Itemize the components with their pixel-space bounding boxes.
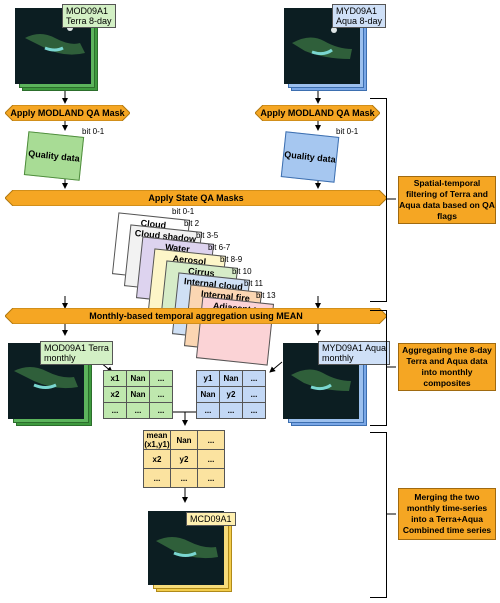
mask-bit-adjacent-to-cloud: bit 13 xyxy=(256,291,276,300)
grid-cell: ... xyxy=(126,402,150,419)
grid-cell: ... xyxy=(103,402,127,419)
mask-bit-internal-fire: bit 11 xyxy=(244,279,263,288)
note-monthly-aggregation: Aggregating the 8-day Terra and Aqua dat… xyxy=(398,343,496,391)
grid-cell: y2 xyxy=(170,449,198,469)
grid-cell: ... xyxy=(143,468,171,488)
grid-cell: Nan xyxy=(170,430,198,450)
mask-bit-cirrus: bit 8-9 xyxy=(220,255,243,264)
grid-cell: ... xyxy=(197,468,225,488)
grid-cell: ... xyxy=(149,402,173,419)
satellite-image-aqua-8day xyxy=(284,8,360,84)
grid-cell: x2 xyxy=(143,449,171,469)
bracket-filter xyxy=(370,98,387,302)
grid-cell: x1 xyxy=(103,370,127,387)
grid-row: ......... xyxy=(143,468,225,488)
mask-bit-aerosol: bit 6-7 xyxy=(208,243,231,252)
grid-cell: ... xyxy=(197,449,225,469)
grid-cell: ... xyxy=(170,468,198,488)
grid-cell: ... xyxy=(197,430,225,450)
modland-qa-banner-right: Apply MODLAND QA Mask xyxy=(255,105,380,121)
state-qa-banner: Apply State QA Masks xyxy=(5,190,387,206)
grid-cell: y1 xyxy=(196,370,220,387)
satellite-image-terra-8day xyxy=(15,8,91,84)
grid-row: ......... xyxy=(103,402,173,419)
grid-cell: ... xyxy=(149,386,173,403)
combined-label: MCD09A1 xyxy=(186,512,236,526)
grid-cell: mean (x1,y1) xyxy=(143,430,171,450)
mask-card-adjacent-to-cloud: Adjacent to cloud xyxy=(195,296,275,366)
mask-bit-cloud-shadow: bit 2 xyxy=(184,219,200,228)
grid-cell: ... xyxy=(149,370,173,387)
grid-cell: ... xyxy=(242,370,266,387)
bracket-aggregate xyxy=(370,310,387,426)
grid-cell: Nan xyxy=(196,386,220,403)
grid-cell: y2 xyxy=(219,386,243,403)
quality-data-card-right: Quality data xyxy=(280,131,340,183)
grid-cell: Nan xyxy=(219,370,243,387)
note-spatial-temporal-filtering: Spatial-temporal filtering of Terra and … xyxy=(398,176,496,224)
grid-cell: Nan xyxy=(126,370,150,387)
quality-bit-right: bit 0-1 xyxy=(336,127,359,136)
mask-bit-water: bit 3-5 xyxy=(196,231,219,240)
grid-cell: Nan xyxy=(126,386,150,403)
grid-cell: ... xyxy=(242,386,266,403)
monthly-aggregation-banner: Monthly-based temporal aggregation using… xyxy=(5,308,387,324)
bracket-merge xyxy=(370,432,387,598)
grid-row: ......... xyxy=(196,402,266,419)
grid-cell: ... xyxy=(242,402,266,419)
mask-bit-cloud: bit 0-1 xyxy=(172,207,195,216)
quality-bit-left: bit 0-1 xyxy=(82,127,105,136)
quality-data-card-left: Quality data xyxy=(23,131,85,181)
grid-cell: x2 xyxy=(103,386,127,403)
mask-bit-internal-cloud: bit 10 xyxy=(232,267,252,276)
modland-qa-banner-left: Apply MODLAND QA Mask xyxy=(5,105,130,121)
grid-cell: ... xyxy=(219,402,243,419)
note-merging-time-series: Merging the two monthly time-series into… xyxy=(398,488,496,540)
grid-cell: ... xyxy=(196,402,220,419)
grid-row: mean (x1,y1)Nan... xyxy=(143,430,225,450)
